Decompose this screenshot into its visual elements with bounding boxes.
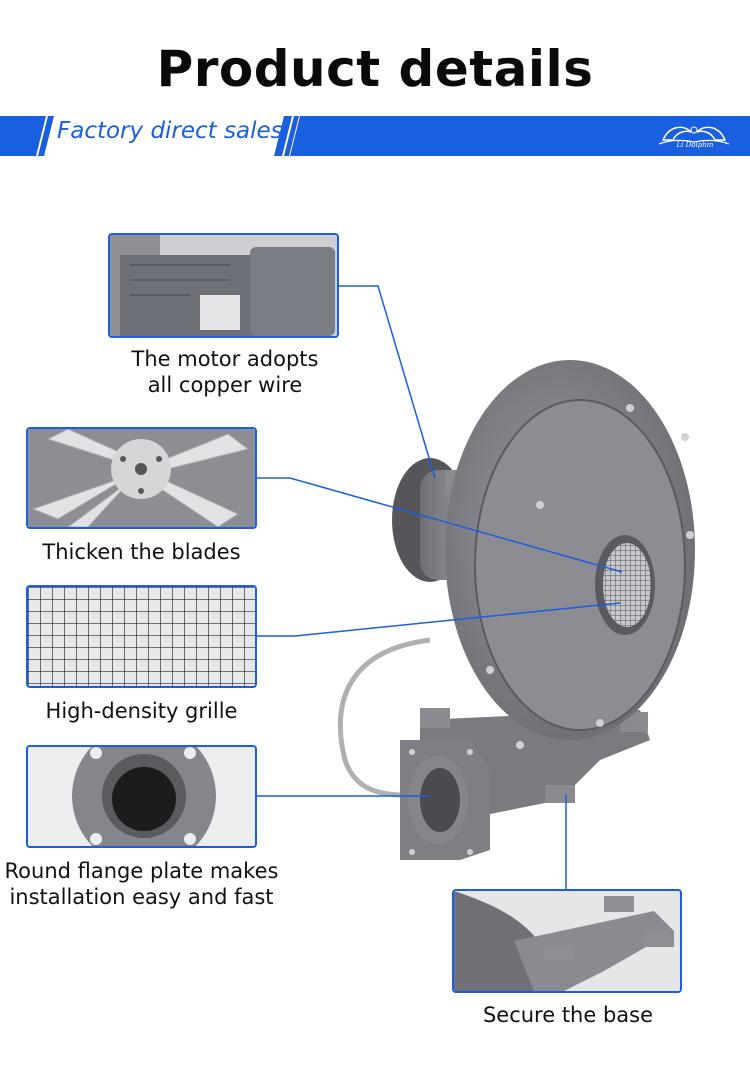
impeller-blades-image	[28, 429, 255, 527]
grille-closeup-panel	[26, 585, 257, 688]
flange-caption-line1: Round flange plate makes	[4, 859, 279, 883]
flange-plate-image	[28, 747, 255, 846]
page-title: Product details	[156, 40, 594, 98]
motor-closeup-panel	[108, 233, 339, 338]
flange-caption: Round flange plate makes installation ea…	[0, 858, 283, 910]
base-caption: Secure the base	[482, 1003, 654, 1027]
banner-text: Factory direct sales	[57, 118, 283, 144]
flange-caption-line2: installation easy and fast	[9, 885, 274, 909]
motor-caption-line2: all copper wire	[147, 373, 303, 397]
flange-closeup-panel	[26, 745, 257, 848]
base-closeup-image	[454, 891, 680, 991]
grille-caption: High-density grille	[45, 699, 238, 723]
motor-closeup-image	[110, 235, 337, 336]
grille-mesh-image	[28, 587, 255, 686]
base-closeup-panel	[452, 889, 682, 993]
logo-text: Li Dolphin	[676, 141, 714, 149]
blades-closeup-panel	[26, 427, 257, 529]
dolphin-logo-icon	[658, 126, 730, 145]
motor-caption-line1: The motor adopts	[131, 347, 319, 371]
banner-bar	[0, 116, 750, 156]
blades-caption: Thicken the blades	[42, 540, 241, 564]
motor-caption: The motor adopts all copper wire	[108, 346, 342, 398]
